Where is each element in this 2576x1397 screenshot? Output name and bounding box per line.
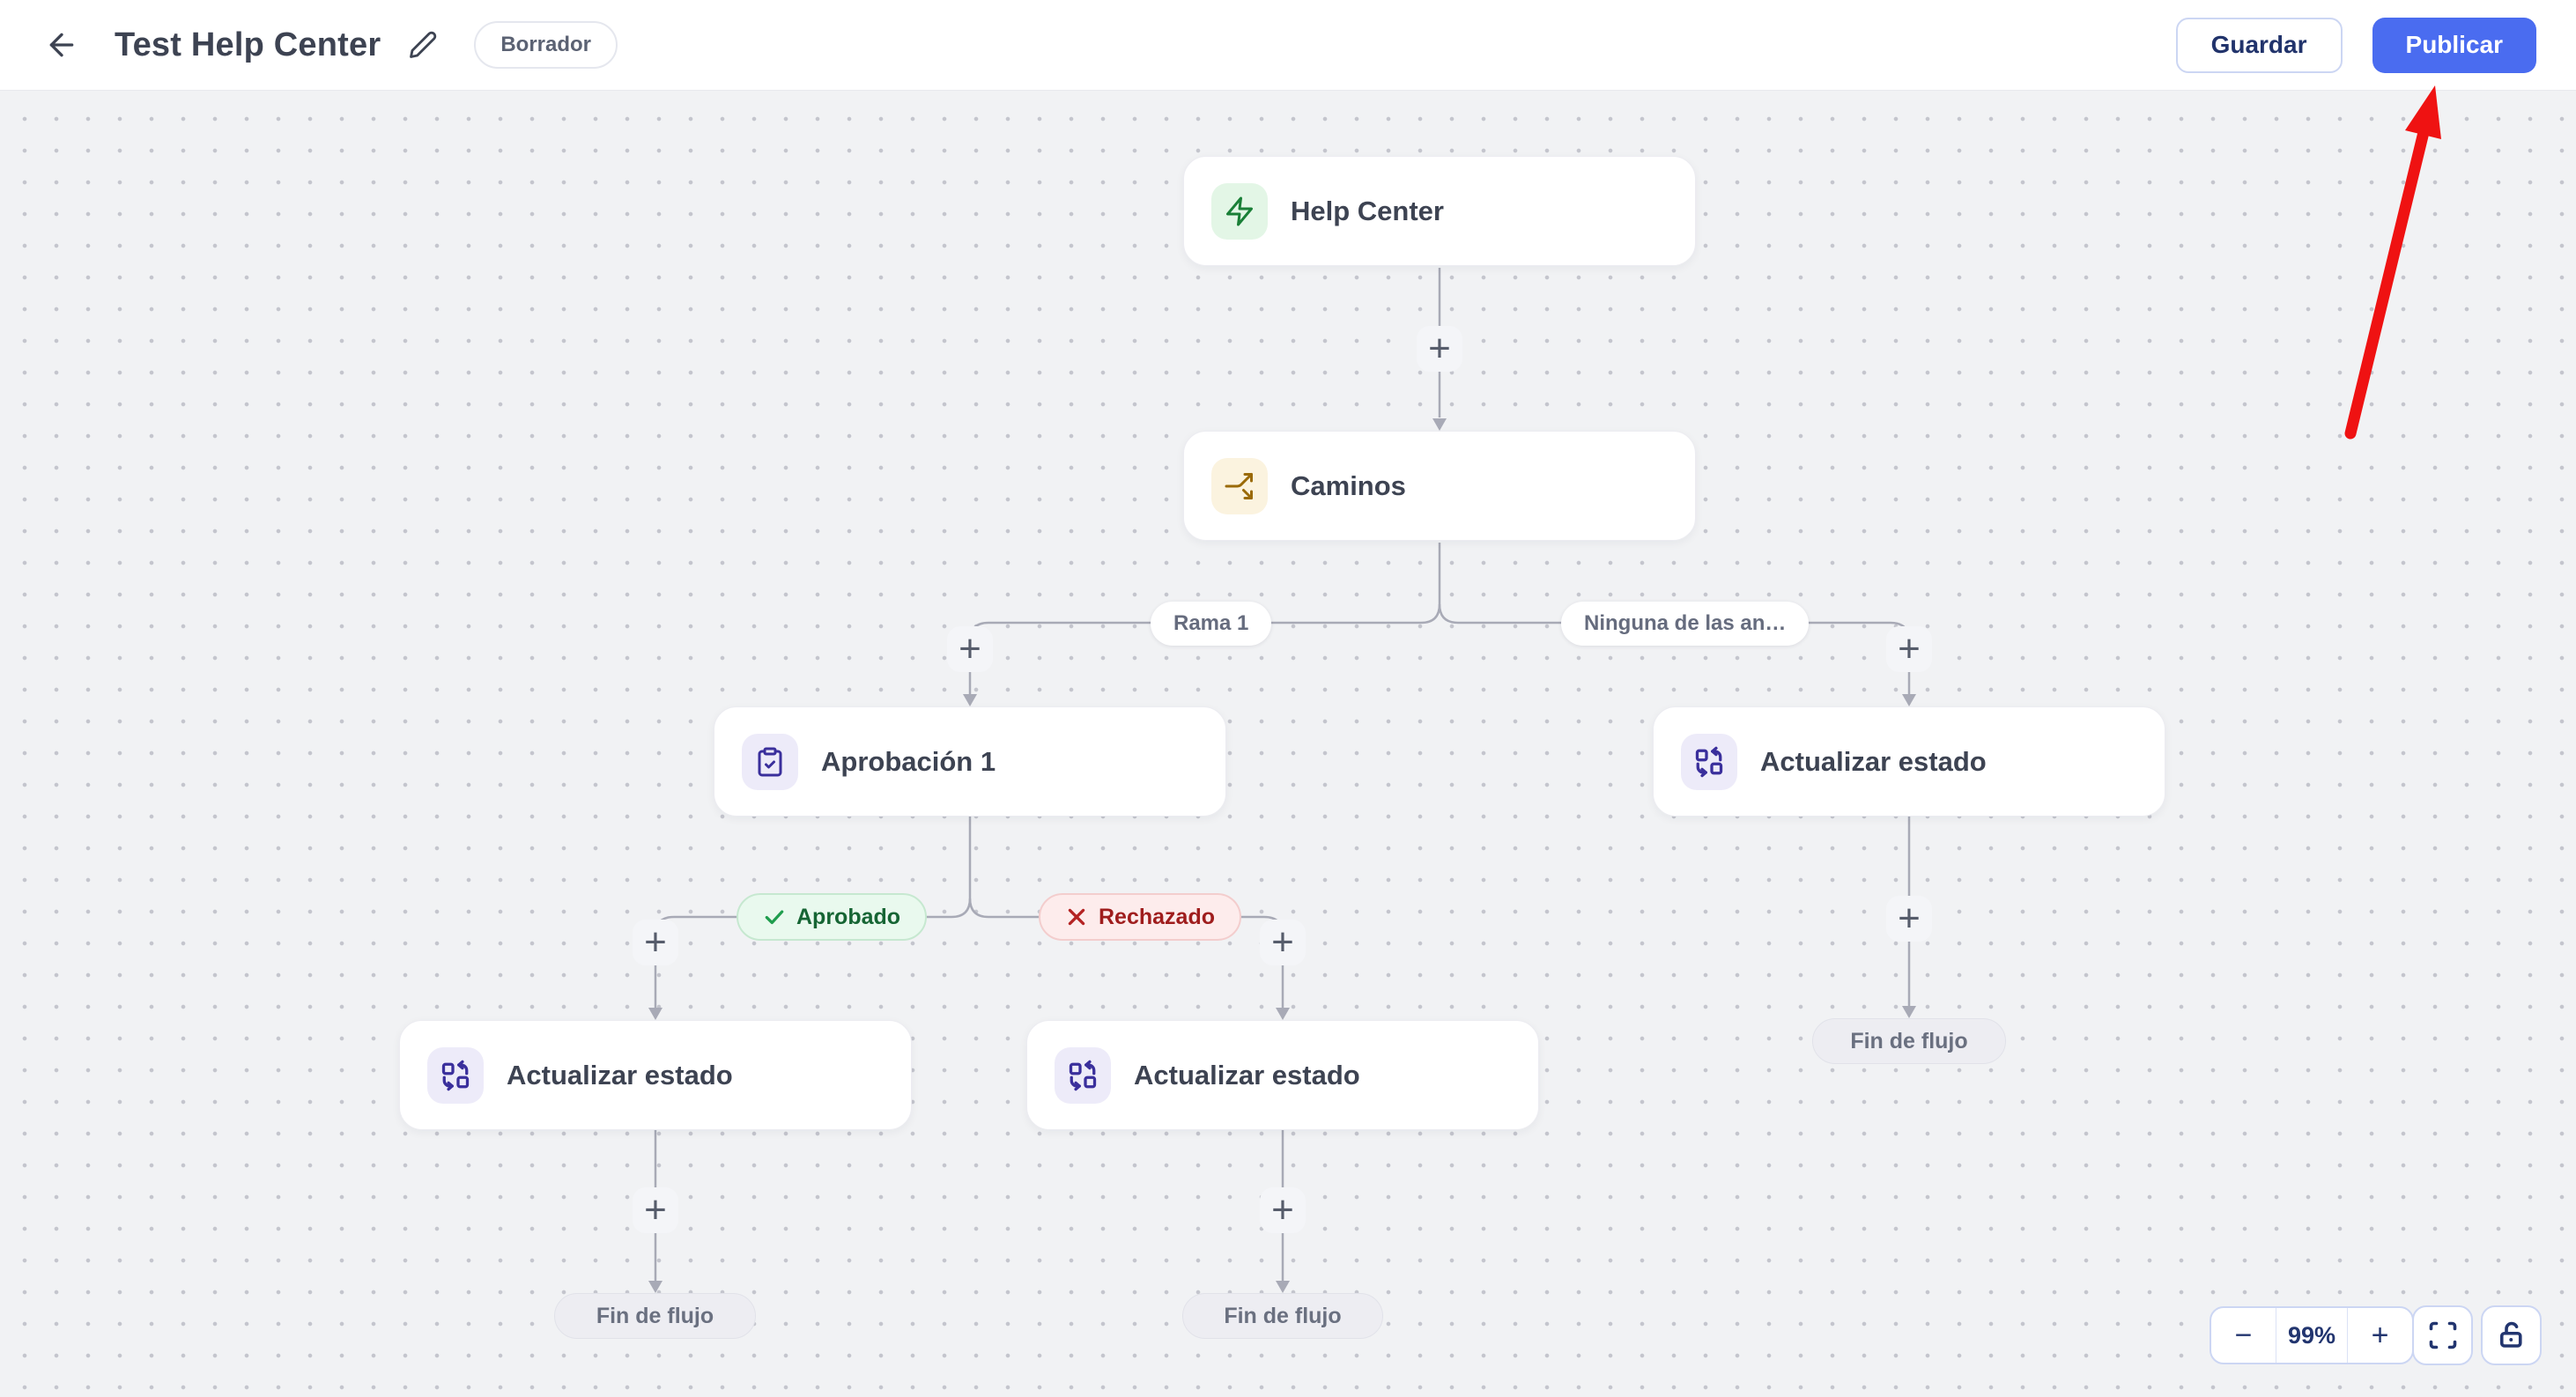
top-bar: Test Help Center Borrador Guardar Public… <box>0 0 2576 91</box>
zoom-toolbar: − 99% + <box>2210 1306 2414 1364</box>
add-step-button[interactable]: + <box>1417 326 1462 372</box>
branch-label-text: Ninguna de las an… <box>1584 611 1787 635</box>
clipboard-check-icon <box>742 733 798 790</box>
add-step-button[interactable]: + <box>947 626 993 672</box>
node-label: Actualizar estado <box>1134 1059 1360 1090</box>
branch-label-text: Rechazado <box>1099 904 1215 929</box>
topbar-actions: Guardar Publicar <box>2175 17 2536 73</box>
zoom-out-button[interactable]: − <box>2211 1308 2276 1363</box>
branch-label-ninguna[interactable]: Ninguna de las an… <box>1561 602 1810 646</box>
branch-label-rama-1[interactable]: Rama 1 <box>1151 602 1272 646</box>
node-caminos[interactable]: Caminos <box>1183 431 1696 541</box>
end-of-flow-badge: Fin de flujo <box>1812 1018 2006 1064</box>
add-step-button[interactable]: + <box>1886 626 1932 672</box>
pencil-icon <box>410 31 437 58</box>
zap-icon <box>1211 182 1268 240</box>
node-label: Caminos <box>1291 469 1406 501</box>
zoom-level: 99% <box>2276 1308 2348 1363</box>
arrow-left-icon <box>49 33 74 57</box>
end-of-flow-text: Fin de flujo <box>596 1303 714 1328</box>
add-step-button[interactable]: + <box>1260 1187 1306 1233</box>
publish-button[interactable]: Publicar <box>2372 17 2536 73</box>
status-badge: Borrador <box>474 21 618 69</box>
zoom-in-button[interactable]: + <box>2348 1308 2412 1363</box>
add-step-button[interactable]: + <box>633 920 678 965</box>
node-label: Aprobación 1 <box>821 745 996 777</box>
node-label: Actualizar estado <box>1760 745 1987 777</box>
edit-title-button[interactable] <box>405 27 440 63</box>
back-button[interactable] <box>42 26 81 64</box>
node-actualizar-estado-mid[interactable]: Actualizar estado <box>1026 1020 1539 1130</box>
save-button[interactable]: Guardar <box>2175 17 2343 73</box>
end-of-flow-badge: Fin de flujo <box>1182 1293 1383 1339</box>
node-aprobacion-1[interactable]: Aprobación 1 <box>714 706 1226 817</box>
fullscreen-button[interactable] <box>2412 1305 2473 1365</box>
split-icon <box>1211 457 1268 514</box>
fullscreen-icon <box>2429 1321 2456 1349</box>
end-of-flow-text: Fin de flujo <box>1850 1028 1968 1053</box>
lock-button[interactable] <box>2481 1305 2542 1365</box>
add-step-button[interactable]: + <box>633 1187 678 1233</box>
page-title: Test Help Center <box>115 26 381 63</box>
branch-label-text: Aprobado <box>796 904 901 929</box>
swap-status-icon <box>1681 733 1737 790</box>
node-label: Help Center <box>1291 195 1444 226</box>
end-of-flow-badge: Fin de flujo <box>554 1293 756 1339</box>
add-step-button[interactable]: + <box>1260 920 1306 965</box>
node-actualizar-estado-right[interactable]: Actualizar estado <box>1653 706 2165 817</box>
check-icon <box>765 910 784 925</box>
add-step-button[interactable]: + <box>1886 896 1932 942</box>
unlock-icon <box>2499 1321 2522 1348</box>
branch-label-rechazado: Rechazado <box>1039 893 1241 941</box>
node-help-center[interactable]: Help Center <box>1183 156 1696 266</box>
swap-status-icon <box>1055 1046 1111 1104</box>
node-actualizar-estado-left[interactable]: Actualizar estado <box>399 1020 912 1130</box>
branch-label-aprobado: Aprobado <box>737 893 928 941</box>
end-of-flow-text: Fin de flujo <box>1224 1303 1342 1328</box>
swap-status-icon <box>427 1046 484 1104</box>
node-label: Actualizar estado <box>507 1059 733 1090</box>
x-icon <box>1068 908 1085 926</box>
branch-label-text: Rama 1 <box>1173 611 1249 635</box>
